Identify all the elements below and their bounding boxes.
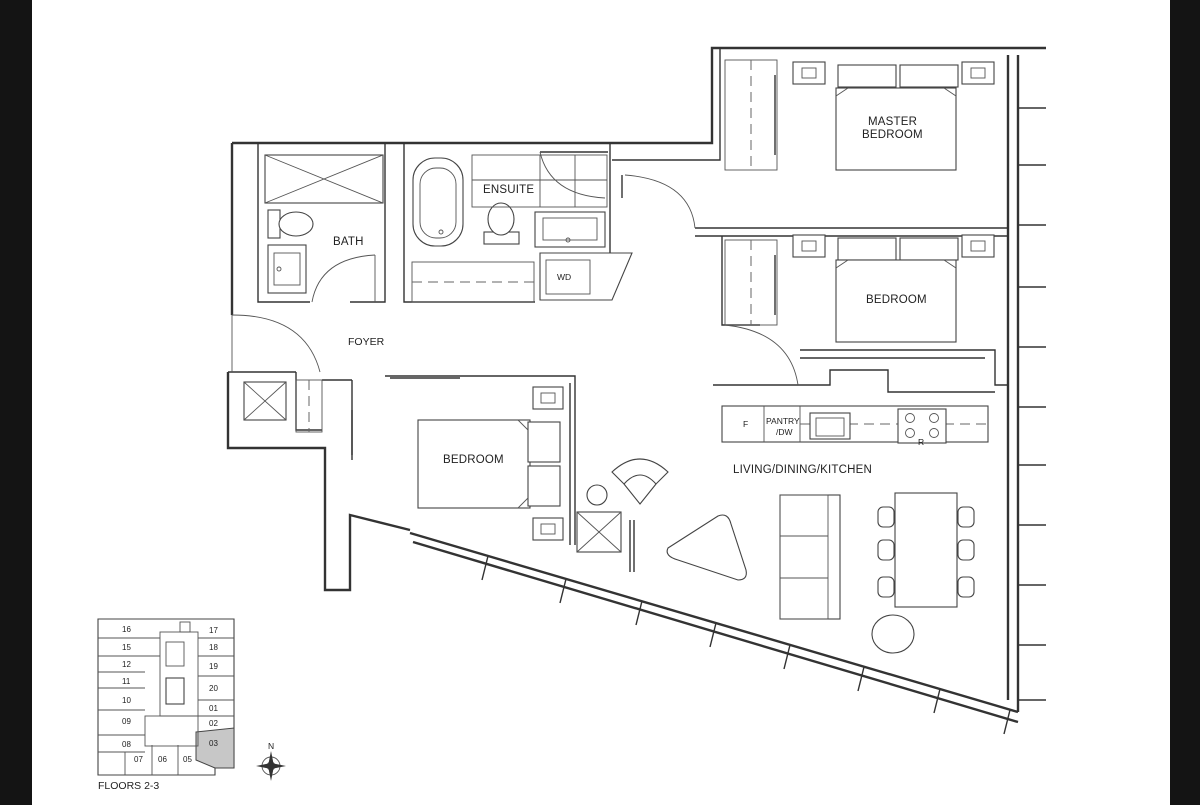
bath-toilet [278,211,314,237]
label-master-line1: MASTER [868,116,917,128]
key-unit-18: 18 [209,643,218,652]
closets [295,59,778,460]
key-unit-06: 06 [158,755,167,764]
sofa [779,494,841,620]
key-unit-08: 08 [122,740,131,749]
key-unit-19: 19 [209,662,218,671]
pantry-label-line1: PANTRY [766,416,800,426]
compass-north-label: N [268,741,274,751]
key-unit-15: 15 [122,643,131,652]
left-border [0,0,32,805]
label-bath: BATH [333,236,364,248]
living-furniture [586,458,975,654]
key-unit-12: 12 [122,660,131,669]
round-table [871,614,915,654]
ensuite-vanity [534,211,606,248]
key-plan-highlight [195,727,235,769]
key-unit-10: 10 [122,696,131,705]
east-bed [792,234,995,343]
label-bedroom-east: BEDROOM [866,294,927,306]
washer-dryer-label: WD [557,272,571,282]
key-unit-07: 07 [134,755,143,764]
key-unit-16: 16 [122,625,131,634]
compass-icon: N [256,741,286,781]
label-foyer: FOYER [348,336,385,348]
label-master-line2: BEDROOM [862,129,923,141]
master-bed [792,61,995,171]
shafts [243,381,635,572]
right-border [1170,0,1200,805]
key-unit-03: 03 [209,739,218,748]
fridge-label: F [743,419,748,429]
door-swings [231,151,799,386]
kitchen-counter: F PANTRY /DW R [721,405,989,447]
washer-dryer: WD [539,252,633,301]
label-living: LIVING/DINING/KITCHEN [733,464,872,476]
range-label: R [918,437,924,447]
key-unit-05: 05 [183,755,192,764]
west-bed [417,386,564,541]
bath-fixtures [264,154,608,294]
key-plan-caption: FLOORS 2-3 [98,780,159,792]
label-ensuite: ENSUITE [483,184,534,196]
dining-table [894,492,958,608]
key-plan: 16 17 15 18 12 19 11 20 10 09 01 02 08 0… [97,618,235,792]
room-labels: MASTER BEDROOM BEDROOM BEDROOM ENSUITE B… [333,116,927,476]
label-bedroom-west: BEDROOM [443,454,504,466]
coffee-table [666,514,747,581]
key-unit-20: 20 [209,684,218,693]
ensuite-toilet [487,202,515,236]
key-unit-17: 17 [209,626,218,635]
key-unit-01: 01 [209,704,218,713]
key-unit-02: 02 [209,719,218,728]
key-unit-09: 09 [122,717,131,726]
key-unit-11: 11 [122,677,131,686]
pantry-label-line2: /DW [776,427,793,437]
ensuite-tub [412,157,464,247]
